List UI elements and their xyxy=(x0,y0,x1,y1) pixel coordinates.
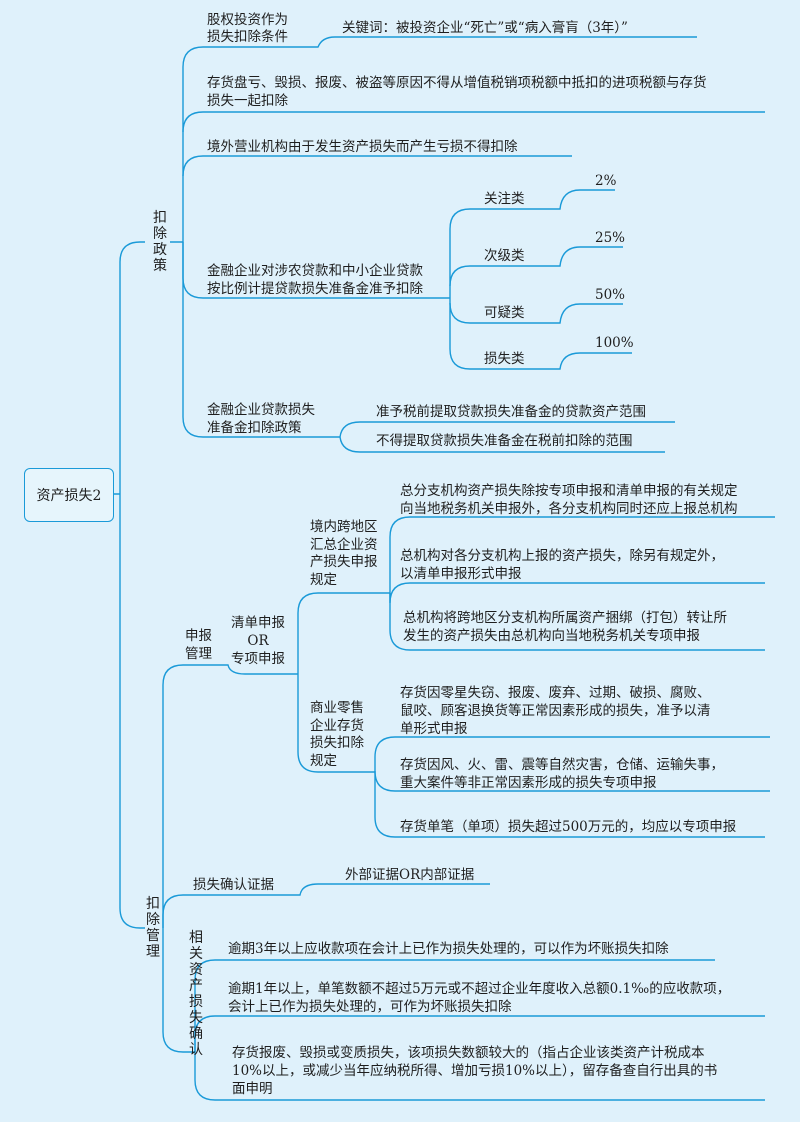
retail-item-line: 鼠咬、顾客退换货等正常因素形成的损失，准予以清 xyxy=(400,703,711,719)
filing-mode-or: OR xyxy=(247,633,269,649)
related-label: 相关资产损失确认 xyxy=(189,930,203,1058)
retail-item-line: 单形式申报 xyxy=(400,721,468,737)
cross-region-item-line: 以清单申报形式申报 xyxy=(400,566,522,582)
retail-item-line: 存货单笔（单项）损失超过500万元的，均应以专项申报 xyxy=(400,819,737,835)
root-node: 资产损失2 xyxy=(24,468,114,522)
category-rate: 100% xyxy=(595,335,634,351)
retail-label: 商业零售企业存货损失扣除规定 xyxy=(310,700,364,769)
related-item-line: 面申明 xyxy=(232,1081,273,1097)
cross-region-label: 境内跨地区汇总企业资产损失申报规定 xyxy=(310,519,378,588)
filing-mode-2: 专项申报 xyxy=(231,651,285,667)
filing-mode-1: 清单申报 xyxy=(231,615,285,631)
evidence-value: 外部证据OR内部证据 xyxy=(345,867,475,883)
equity-label-2: 损失扣除条件 xyxy=(207,29,288,45)
cross-region-item-line: 向当地税务机关申报外，各分支机构同时还应上报总机构 xyxy=(400,501,738,517)
reserve-line-1: 金融企业贷款损失 xyxy=(207,402,315,418)
category-name: 关注类 xyxy=(484,191,525,207)
category-name: 可疑类 xyxy=(484,305,525,321)
category-name: 次级类 xyxy=(484,248,525,264)
retail-item-line: 存货因零星失窃、报废、废弃、过期、破损、腐败、 xyxy=(400,685,711,701)
reserve-item: 准予税前提取贷款损失准备金的贷款资产范围 xyxy=(376,404,646,420)
category-rate: 50% xyxy=(595,287,626,303)
inventory-loss-line-2: 损失一起扣除 xyxy=(207,93,288,109)
related-item-line: 逾期3年以上应收款项在会计上已作为损失处理的，可以作为坏账损失扣除 xyxy=(228,941,669,957)
overseas-text: 境外营业机构由于发生资产损失而产生亏损不得扣除 xyxy=(207,139,518,155)
related-item-line: 10%以上，或减少当年应纳税所得、增加亏损10%以上），留存备查自行出具的书 xyxy=(232,1063,718,1079)
deduction-policy-label: 扣除政策 xyxy=(153,210,167,274)
cross-region-item-line: 总机构将跨地区分支机构所属资产捆绑（打包）转让所 xyxy=(403,610,727,626)
equity-keyword: 关键词：被投资企业“死亡”或“病入膏肓（3年）” xyxy=(342,20,628,36)
equity-label-1: 股权投资作为 xyxy=(207,12,288,28)
filing-label-2: 管理 xyxy=(185,646,212,662)
reserve-item: 不得提取贷款损失准备金在税前扣除的范围 xyxy=(376,433,633,449)
category-rate: 2% xyxy=(595,173,617,189)
root-label: 资产损失2 xyxy=(36,488,102,504)
cross-region-item-line: 发生的资产损失由总机构向当地税务机关专项申报 xyxy=(403,628,700,644)
agri-loans-line-1: 金融企业对涉农贷款和中小企业贷款 xyxy=(207,263,423,279)
related-item-line: 存货报废、毁损或变质损失，该项损失数额较大的（指占企业该类资产计税成本 xyxy=(232,1045,705,1061)
deduction-management-label: 扣除管理 xyxy=(146,896,160,960)
retail-item-line: 存货因风、火、雷、震等自然灾害，仓储、运输失事， xyxy=(400,757,724,773)
filing-label-1: 申报 xyxy=(185,628,212,644)
retail-item-line: 重大案件等非正常因素形成的损失专项申报 xyxy=(400,775,657,791)
category-rate: 25% xyxy=(595,230,626,246)
related-item-line: 逾期1年以上，单笔数额不超过5万元或不超过企业年度收入总额0.1‰的应收款项， xyxy=(228,981,731,997)
cross-region-item-line: 总分支机构资产损失除按专项申报和清单申报的有关规定 xyxy=(400,483,738,499)
cross-region-item-line: 总机构对各分支机构上报的资产损失，除另有规定外， xyxy=(400,548,724,564)
agri-loans-line-2: 按比例计提贷款损失准备金准予扣除 xyxy=(207,281,423,297)
reserve-line-2: 准备金扣除政策 xyxy=(207,420,302,436)
category-name: 损失类 xyxy=(484,351,525,367)
evidence-label: 损失确认证据 xyxy=(193,877,274,893)
related-item-line: 会计上已作为损失处理的，可作为坏账损失扣除 xyxy=(228,999,512,1015)
inventory-loss-line-1: 存货盘亏、毁损、报废、被盗等原因不得从增值税销项税额中抵扣的进项税额与存货 xyxy=(207,75,707,91)
